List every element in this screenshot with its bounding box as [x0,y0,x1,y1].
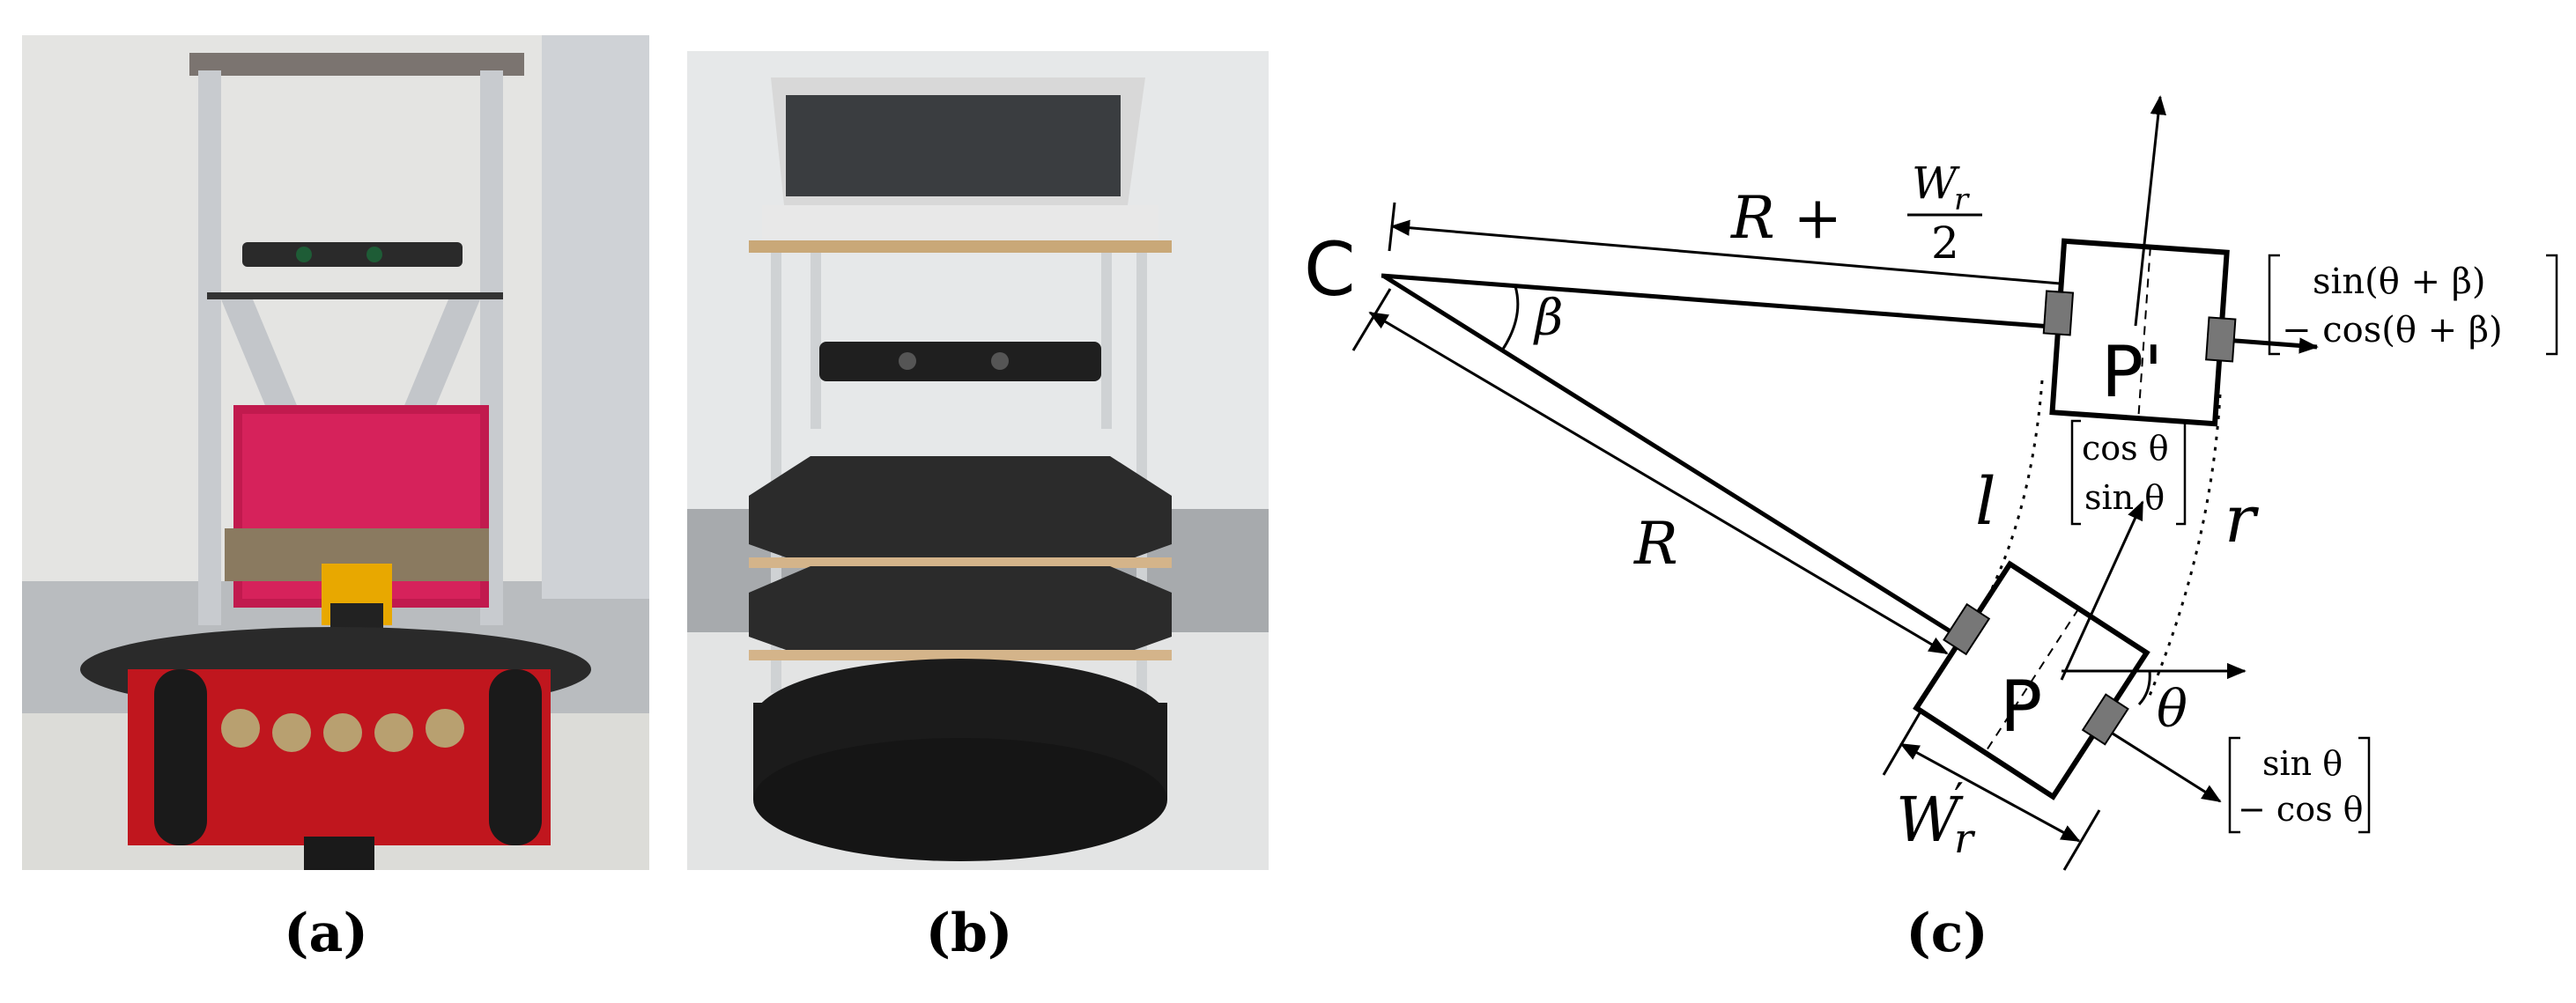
photo-a-pioneer-robot [22,35,649,870]
panel-label-a: (a) [284,903,368,964]
label-width-prime: ′ [1954,774,1964,823]
label-width: W [1896,784,1964,856]
label-radius: R [1633,510,1678,578]
dim-r-plus-half-width [1390,219,2144,298]
label-center-c: C [1304,226,1356,313]
photo-b-turtlebot [687,51,1269,870]
vector-normal-p-prime: sin(θ + β) − cos(θ + β) [2268,254,2558,356]
vector-heading-top: cos θ [2082,429,2169,468]
label-width-sub: r [1954,815,1976,862]
panel-label-c: (c) [1906,903,1988,964]
line-c-to-p [1381,273,2031,683]
vector-normal-p-prime-bottom: − cos(θ + β) [2282,310,2503,350]
dim-wr-prime [1899,742,2081,843]
label-frac-num: W [1912,158,1960,209]
label-radius-plus: R + [1730,184,1842,252]
theta-arc [2137,670,2151,706]
track-left [1970,380,2044,628]
label-frac-num-sub: r [1954,182,1970,218]
dim-r [1368,311,1949,655]
label-robot-p-prime: P' [2101,331,2163,413]
robot-p-prime [2042,238,2237,427]
beta-arc [1500,285,1520,351]
vector-heading: cos θ sin θ [2070,419,2187,526]
label-track-left: l [1975,464,1996,540]
vector-normal-p-bottom: − cos θ [2238,790,2364,829]
label-track-right: r [2224,482,2260,557]
panel-label-b: (b) [925,903,1013,964]
vector-heading-bottom: sin θ [2084,478,2165,517]
label-beta: β [1533,290,1563,347]
label-frac-den: 2 [1931,218,1959,269]
vector-normal-p-top: sin θ [2262,744,2343,783]
label-theta: θ [2157,679,2187,739]
vector-normal-p: sin θ − cos θ [2228,736,2371,834]
vector-normal-p-prime-top: sin(θ + β) [2313,262,2485,302]
label-robot-p: P [2000,666,2042,748]
